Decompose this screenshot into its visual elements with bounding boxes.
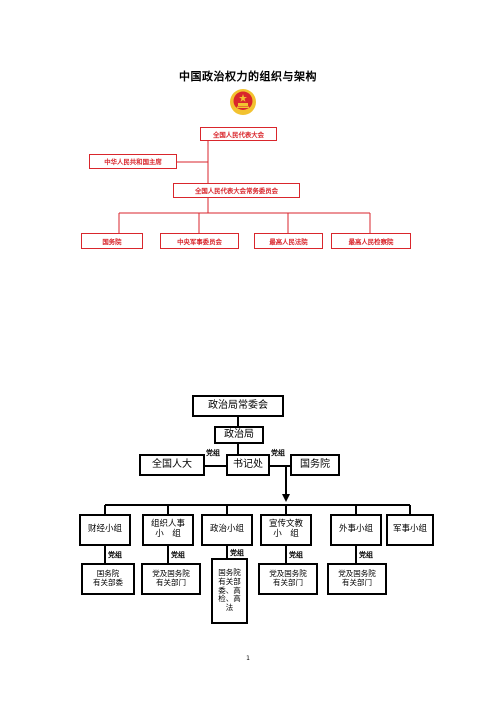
sub-line-1: 党及国务院: [338, 569, 376, 579]
state-council-box-2: 国务院: [290, 454, 340, 476]
sub-line-2: 有关部门: [156, 578, 186, 587]
sub-line-2: 有关部门: [273, 578, 303, 587]
secretariat-box: 书记处: [226, 454, 270, 476]
politburo-box: 政治局: [214, 426, 264, 444]
page-number: 1: [246, 655, 250, 662]
organization-personnel-group-box: 组织人事 小 组: [142, 514, 194, 546]
sub-line-1: 党及国务院: [152, 569, 190, 579]
sub-line-1: 国务院: [96, 569, 120, 579]
politburo-standing-committee-box: 政治局常委会: [192, 395, 284, 417]
propaganda-culture-group-box: 宣传文教 小 组: [260, 514, 312, 546]
group-line-2: 小 组: [155, 529, 181, 539]
national-emblem-icon: [229, 88, 257, 116]
party-group-label: 党组: [171, 551, 185, 559]
central-military-commission-box: 中央军事委员会: [160, 233, 239, 249]
party-group-label: 党组: [230, 549, 244, 557]
state-council-ministries-box: 国务院 有关部委: [81, 563, 135, 595]
sub-line-3: 委、高: [218, 585, 241, 595]
propaganda-sub-box: 党及国务院 有关部门: [258, 563, 318, 595]
politics-group-box: 政治小组: [201, 514, 253, 546]
page-title: 中国政治权力的组织与架构: [179, 70, 317, 83]
foreign-affairs-sub-box: 党及国务院 有关部门: [327, 563, 387, 595]
politics-sub-box: 国务院 有关部 委、高 检、高 法: [211, 558, 248, 624]
sub-line-1: 党及国务院: [269, 569, 307, 579]
sub-line-4: 检、高: [218, 594, 241, 604]
group-line-1: 组织人事: [150, 519, 185, 530]
sub-line-5: 法: [225, 602, 234, 612]
party-group-label: 党组: [108, 551, 122, 559]
group-line-1: 宣传文教: [268, 519, 303, 530]
sub-line-2: 有关部门: [342, 578, 372, 587]
president-box: 中华人民共和国主席: [89, 154, 177, 169]
sub-line-1: 国务院: [218, 568, 241, 578]
npc-box: 全国人民代表大会: [200, 127, 277, 141]
party-state-council-departments-box: 党及国务院 有关部门: [141, 563, 201, 595]
npc-box-2: 全国人大: [139, 454, 205, 476]
sub-line-2: 有关部: [218, 577, 241, 587]
supreme-court-box: 最高人民法院: [254, 233, 323, 249]
party-group-label: 党组: [271, 449, 285, 457]
npc-standing-committee-box: 全国人民代表大会常务委员会: [173, 183, 300, 198]
sub-line-2: 有关部委: [93, 578, 123, 587]
party-group-label: 党组: [289, 551, 303, 559]
state-council-box: 国务院: [81, 233, 143, 249]
foreign-affairs-group-box: 外事小组: [330, 514, 382, 546]
supreme-procuratorate-box: 最高人民检察院: [331, 233, 411, 249]
finance-economy-group-box: 财经小组: [79, 514, 131, 546]
party-group-label: 党组: [359, 551, 373, 559]
military-group-box: 军事小组: [386, 514, 434, 546]
party-group-label: 党组: [206, 449, 220, 457]
group-line-2: 小 组: [273, 529, 299, 539]
